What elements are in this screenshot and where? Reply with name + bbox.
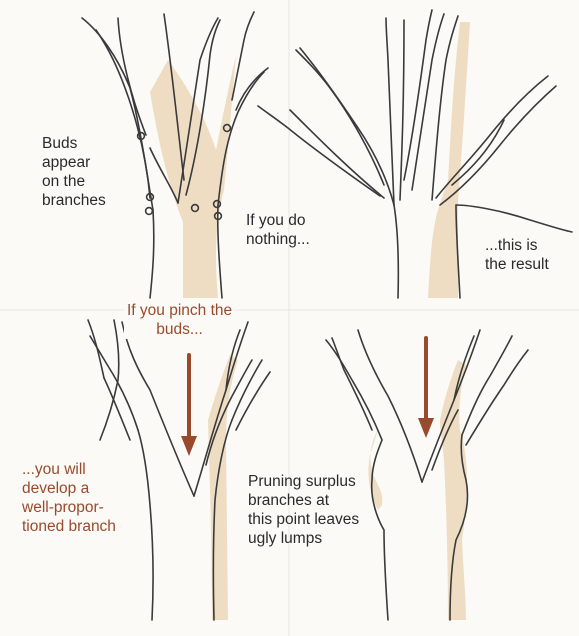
bark-shading [428, 22, 470, 298]
arrow-down-icon [181, 355, 197, 456]
label-this-is-result: ...this is the result [485, 236, 549, 274]
bud-icon [146, 208, 153, 215]
arrow-down-icon [418, 338, 434, 438]
lump-shading [368, 430, 382, 510]
label-buds-appear: Buds appear on the branches [42, 134, 106, 210]
label-if-nothing: If you do nothing... [246, 211, 310, 249]
bark-shading [150, 55, 236, 298]
label-pruning-surplus: Pruning surplus branches at this point l… [248, 472, 359, 548]
label-if-pinch: If you pinch the buds... [124, 301, 235, 339]
label-you-will-develop: ...you will develop a well-propor- tione… [22, 460, 116, 536]
tree-with-buds [82, 12, 268, 298]
